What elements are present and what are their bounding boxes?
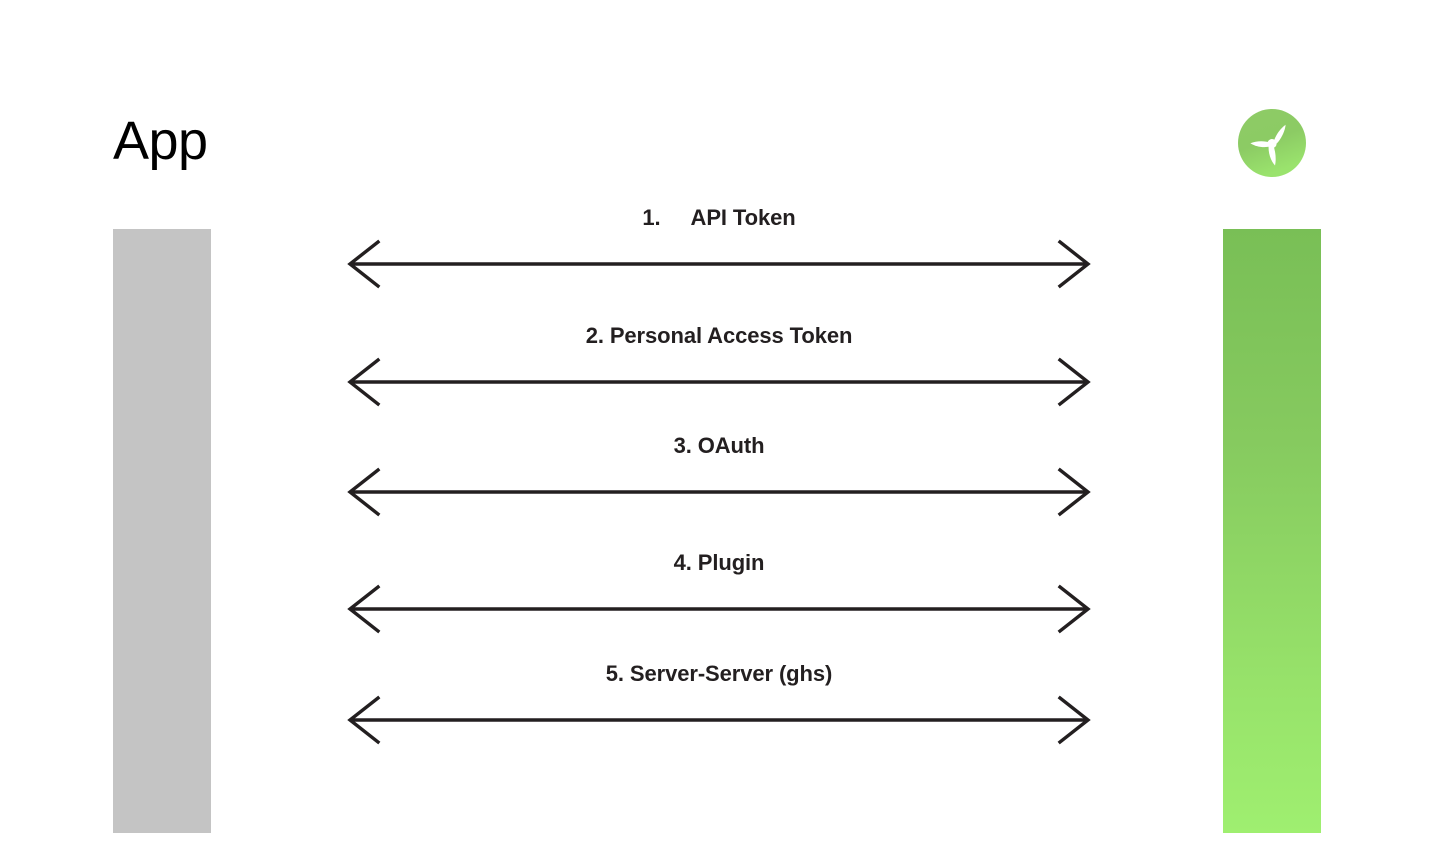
message-row: 2. Personal Access Token bbox=[340, 323, 1098, 410]
message-label: 5. Server-Server (ghs) bbox=[605, 661, 833, 686]
bidirectional-arrow-icon bbox=[340, 692, 1098, 748]
message-row: 3. OAuth bbox=[340, 433, 1098, 520]
bidirectional-arrow-icon bbox=[340, 464, 1098, 520]
actor-left-lifeline bbox=[113, 229, 211, 833]
bidirectional-arrow-icon bbox=[340, 581, 1098, 637]
message-label: 1. API Token bbox=[642, 205, 796, 230]
bidirectional-arrow-icon bbox=[340, 236, 1098, 292]
message-label: 4. Plugin bbox=[673, 550, 765, 575]
message-row: 4. Plugin bbox=[340, 550, 1098, 637]
message-label: 2. Personal Access Token bbox=[585, 323, 853, 348]
actor-left-title: App bbox=[113, 111, 208, 171]
message-label: 3. OAuth bbox=[673, 433, 765, 458]
actor-right-lifeline bbox=[1223, 229, 1321, 833]
message-row: 5. Server-Server (ghs) bbox=[340, 661, 1098, 748]
bidirectional-arrow-icon bbox=[340, 354, 1098, 410]
propeller-logo-icon bbox=[1237, 108, 1307, 178]
message-row: 1. API Token bbox=[340, 205, 1098, 292]
